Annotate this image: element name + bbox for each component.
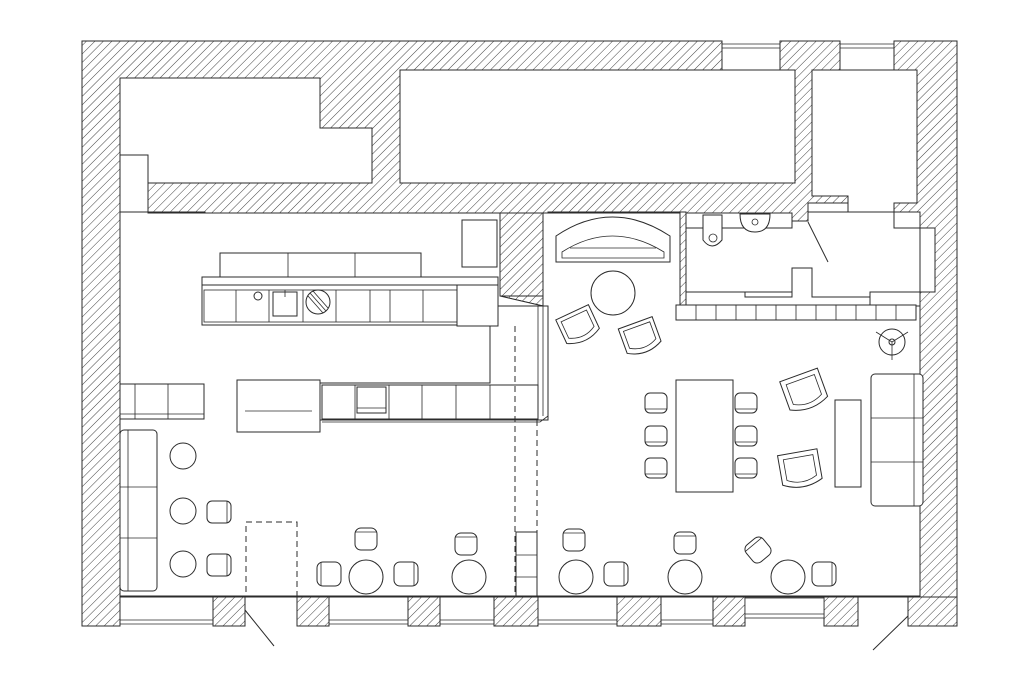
back-bar — [201, 219, 499, 326]
entrance-door-left[interactable] — [244, 609, 275, 647]
bench-top — [675, 304, 917, 321]
wc-door[interactable] — [807, 221, 829, 263]
coffee-grinder — [305, 289, 331, 315]
left-banquette — [119, 429, 158, 592]
pier-2 — [296, 596, 330, 627]
dining-chairs — [644, 392, 758, 479]
floor-lamp-icon — [875, 328, 909, 360]
entrance-door-right[interactable] — [872, 615, 909, 651]
room-storage-center — [399, 69, 796, 184]
lounge-sofa — [555, 216, 671, 316]
room-wc — [685, 211, 921, 298]
windows-bottom — [120, 597, 825, 625]
left-tables — [169, 442, 197, 578]
lounge-table — [590, 270, 636, 316]
pier-4 — [493, 596, 539, 627]
back-counter — [201, 276, 499, 286]
display-case — [236, 379, 321, 433]
left-shelving — [119, 383, 205, 420]
dining-table — [675, 379, 734, 493]
pier-5 — [616, 596, 662, 627]
bottom-tables — [348, 559, 806, 595]
room-office-right — [811, 69, 918, 213]
pier-7 — [823, 596, 859, 627]
lounge-armchairs — [555, 304, 662, 355]
left-chairs — [206, 500, 232, 577]
pier-3 — [407, 596, 441, 627]
wall-stub-wc — [679, 211, 687, 306]
pier-8 — [907, 596, 958, 627]
windows-top — [722, 43, 894, 49]
refrigerator — [461, 219, 498, 268]
bar-counter — [119, 284, 549, 597]
pier-6 — [712, 596, 746, 627]
dashed-zone — [245, 521, 298, 597]
toilet — [702, 214, 723, 247]
wc-fixtures — [702, 213, 771, 247]
pier-1 — [212, 596, 246, 627]
wash-basin — [739, 213, 771, 233]
bottom-chairs — [316, 527, 837, 587]
room-storage-left — [119, 77, 373, 184]
pillar — [499, 212, 544, 297]
hand-sink — [253, 291, 263, 301]
right-sofa — [870, 373, 924, 507]
coffee-table-long — [834, 399, 862, 488]
right-armchairs — [776, 367, 829, 488]
espresso-machine — [356, 386, 387, 414]
step-block — [515, 531, 538, 597]
